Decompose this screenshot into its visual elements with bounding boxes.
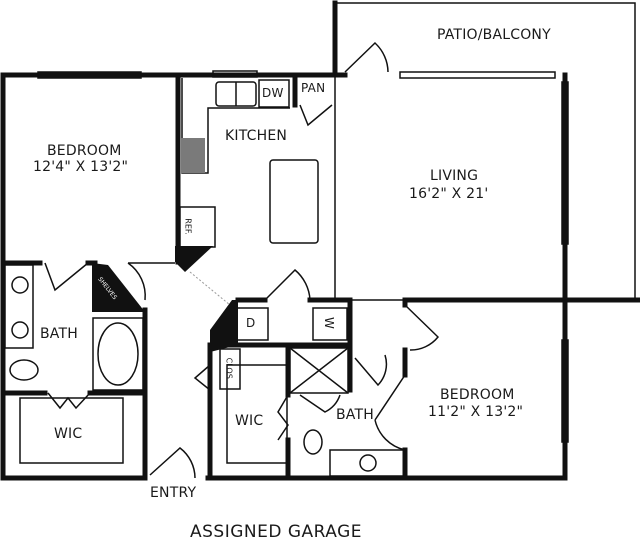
- wall-wedge-shelves: [92, 263, 145, 312]
- range: [181, 138, 205, 173]
- door-wic1: [47, 392, 91, 410]
- sink-bowl: [11, 321, 29, 339]
- toilet1: [9, 359, 39, 381]
- window: [212, 70, 258, 78]
- assigned-garage-label: ASSIGNED GARAGE: [190, 522, 363, 542]
- door-bed1: [127, 262, 175, 301]
- door-pantry: [299, 104, 333, 127]
- fixture-label-pantry: PAN: [301, 81, 326, 95]
- wall-wedge-kitchen: [175, 246, 213, 272]
- shower-x: [289, 347, 349, 394]
- fixture-label-dishwasher: DW: [262, 86, 284, 100]
- room-label-wic-2: WIC: [235, 413, 264, 429]
- vanity1: [4, 264, 34, 349]
- sink-bowl: [359, 454, 377, 472]
- door-patio: [344, 41, 389, 73]
- fixture-label-dryer: D: [246, 316, 256, 330]
- door-bed2b: [404, 304, 440, 351]
- wic1-shelf: [19, 397, 124, 464]
- room-label-patio: PATIO/BALCONY: [437, 27, 551, 43]
- vanity2: [329, 449, 406, 477]
- patio-outline: [334, 2, 636, 301]
- fixture-label-closet: CLOS.: [224, 357, 234, 382]
- window: [37, 71, 142, 79]
- room-dim-living: 16'2" X 21': [409, 186, 489, 202]
- room-label-bedroom-1: BEDROOM: [47, 143, 122, 159]
- sink-bowl: [11, 276, 29, 294]
- window: [399, 71, 556, 79]
- room-label-entry: ENTRY: [150, 485, 197, 501]
- wall-wedge-laundry: [210, 300, 238, 352]
- room-label-bedroom-2: BEDROOM: [440, 387, 515, 403]
- dishwasher-box: [258, 79, 290, 108]
- room-label-bath-1: BATH: [40, 326, 78, 342]
- door-closet: [193, 364, 211, 391]
- door-bath1: [44, 262, 89, 292]
- window: [561, 81, 569, 245]
- door-laundry: [264, 268, 311, 301]
- door-wic2: [277, 394, 289, 441]
- closet-box: [219, 348, 241, 390]
- door-shower: [299, 394, 341, 413]
- window: [561, 339, 569, 443]
- door-entry: [149, 447, 196, 479]
- tub-basin: [97, 322, 139, 386]
- room-label-bath-2: BATH: [336, 407, 374, 423]
- tub: [92, 317, 144, 391]
- door-bath2: [354, 354, 388, 387]
- kitchen-opening: [189, 271, 231, 306]
- fixture-label-refrigerator: REF.: [183, 218, 193, 235]
- kitchen-island: [269, 159, 319, 244]
- room-label-kitchen: KITCHEN: [225, 128, 288, 144]
- toilet2: [303, 429, 323, 455]
- door-bed2: [374, 374, 406, 451]
- room-label-wic-1: WIC: [54, 426, 83, 442]
- washer-box: [312, 307, 348, 341]
- room-dim-bedroom-1: 12'4" X 13'2": [33, 159, 129, 175]
- room-label-living: LIVING: [430, 168, 479, 184]
- fixture-label-washer: W: [322, 316, 337, 330]
- wic2-shelf: [226, 364, 288, 464]
- room-dim-bedroom-2: 11'2" X 13'2": [428, 404, 524, 420]
- shower: [289, 347, 349, 394]
